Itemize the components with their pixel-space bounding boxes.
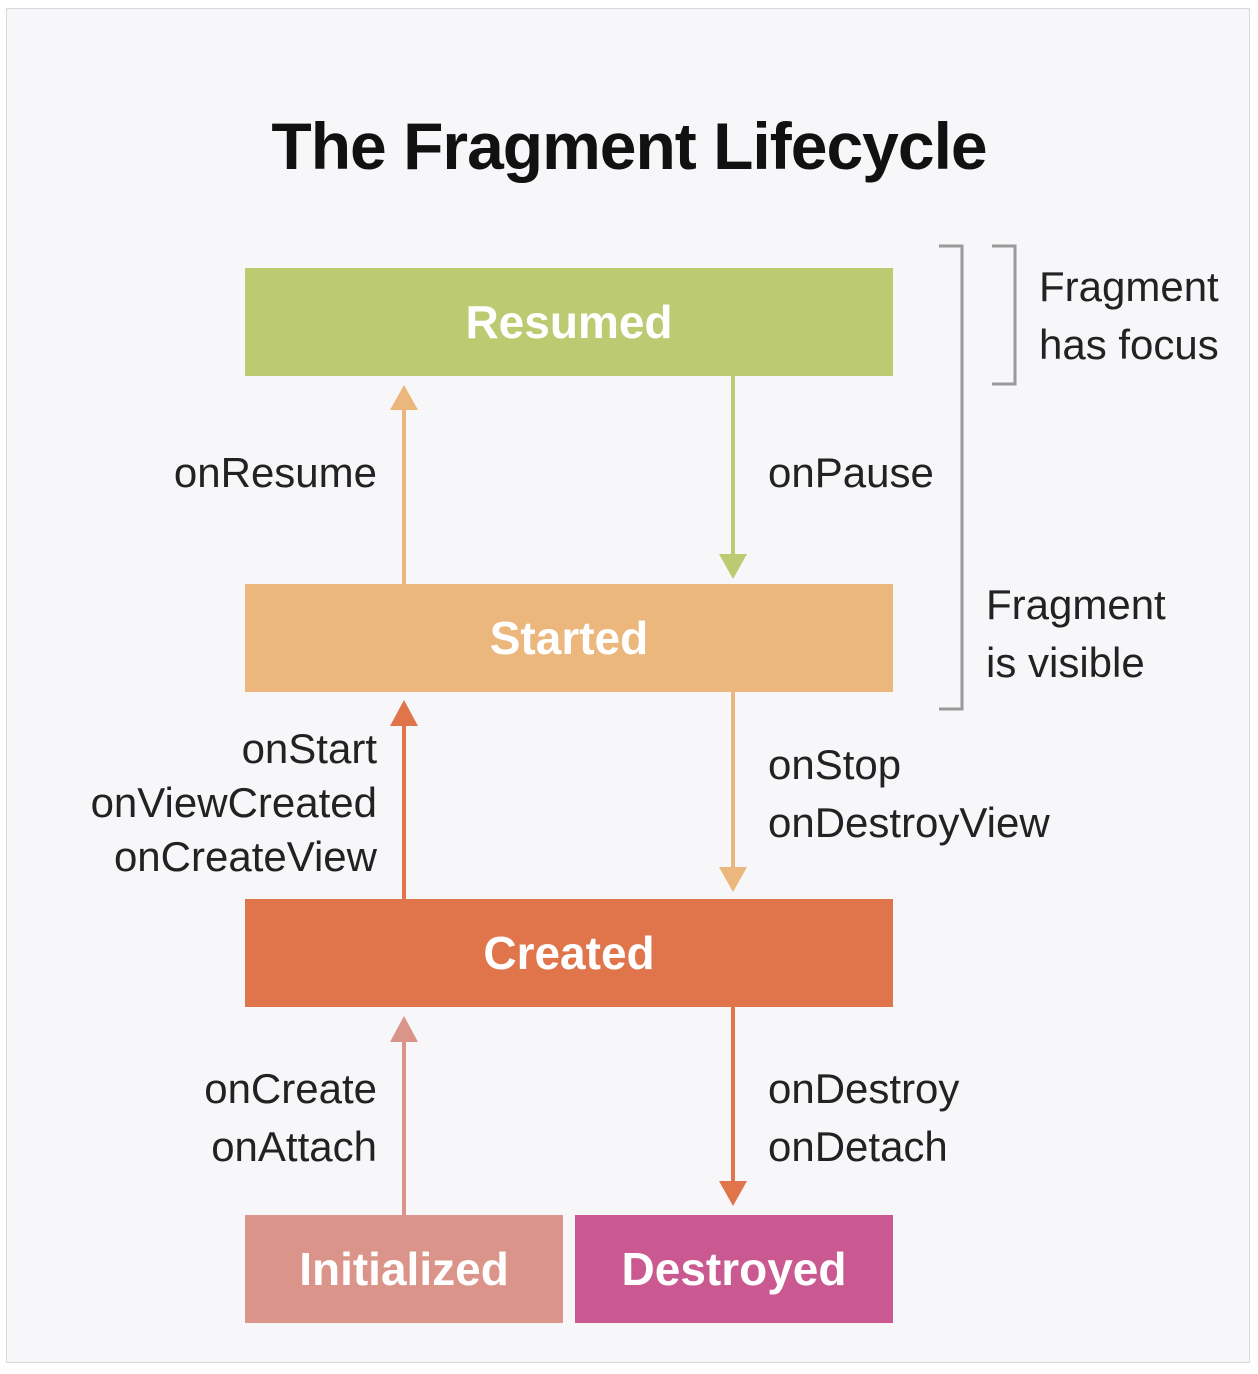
label-on-create-view: onCreateView — [113, 833, 377, 880]
state-started: Started — [245, 584, 893, 692]
state-destroyed: Destroyed — [575, 1215, 893, 1323]
label-created-to-started: onStart onViewCreated onCreateView — [91, 720, 377, 886]
label-on-create: onCreate — [204, 1065, 377, 1112]
label-on-detach: onDetach — [768, 1123, 948, 1170]
label-on-attach: onAttach — [211, 1123, 377, 1170]
label-on-start: onStart — [241, 725, 377, 772]
arrow-on-resume — [390, 385, 418, 584]
state-resumed-label: Resumed — [465, 296, 673, 348]
label-on-stop: onStop — [768, 741, 902, 788]
arrow-started-to-created — [719, 692, 747, 892]
bracket-has-focus — [992, 244, 1017, 386]
arrow-initialized-to-created — [390, 1016, 418, 1215]
label-started-to-created: onStop onDestroyView — [768, 736, 1050, 852]
arrow-created-to-started — [390, 700, 418, 899]
annotation-has-focus: Fragment has focus — [1039, 263, 1219, 368]
bracket-is-visible — [939, 244, 964, 711]
annotation-is-visible: Fragment is visible — [986, 581, 1166, 686]
state-destroyed-label: Destroyed — [621, 1243, 847, 1295]
state-created: Created — [245, 899, 893, 1007]
arrow-created-to-destroyed — [719, 1007, 747, 1206]
label-created-to-destroyed: onDestroy onDetach — [768, 1060, 959, 1176]
label-on-destroy-view: onDestroyView — [768, 799, 1050, 846]
label-on-destroy: onDestroy — [768, 1065, 960, 1112]
diagram-title: The Fragment Lifecycle — [271, 109, 987, 183]
arrow-on-pause — [719, 376, 747, 579]
state-created-label: Created — [483, 927, 655, 979]
state-initialized: Initialized — [245, 1215, 563, 1323]
state-initialized-label: Initialized — [299, 1243, 509, 1295]
label-on-view-created: onViewCreated — [90, 779, 377, 826]
state-started-label: Started — [489, 612, 649, 664]
state-resumed: Resumed — [245, 268, 893, 376]
label-on-pause: onPause — [768, 449, 934, 496]
label-on-resume: onResume — [173, 449, 377, 496]
label-initialized-to-created: onCreate onAttach — [204, 1060, 377, 1176]
